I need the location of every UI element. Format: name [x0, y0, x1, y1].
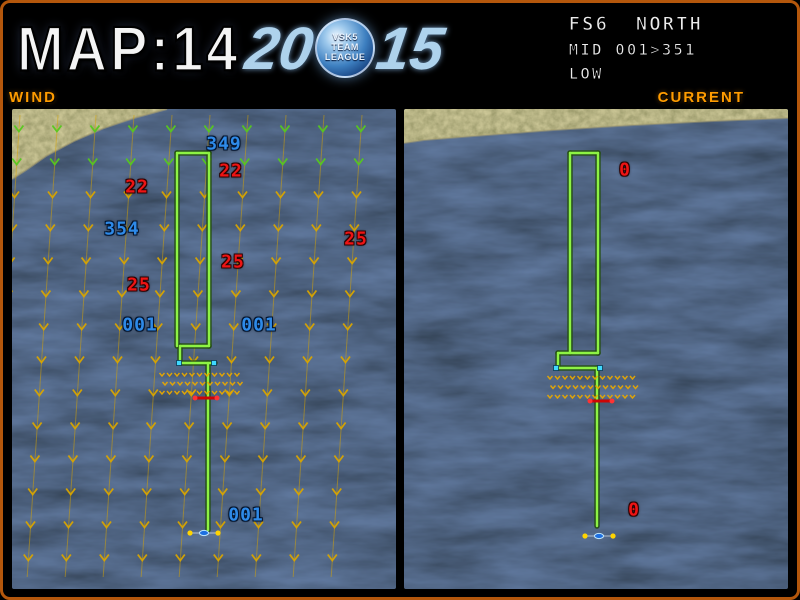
current-label: CURRENT — [657, 88, 745, 106]
race-course-line — [556, 151, 602, 528]
wind-label: WIND — [9, 88, 57, 106]
start-zone-ripples — [158, 372, 244, 396]
year-left: 20 — [241, 14, 318, 82]
buoy-markers — [553, 365, 603, 371]
start-line-mark — [192, 395, 220, 401]
year-right: 15 — [372, 14, 449, 82]
section-labels: WIND CURRENT — [3, 87, 797, 107]
logo-line-3: LEAGUE — [324, 51, 366, 62]
race-info-line-3: LOW — [568, 64, 604, 84]
start-zone-ripples — [546, 375, 639, 400]
boat-marker — [187, 529, 221, 537]
race-course-outline — [555, 150, 603, 529]
wind-water-surface — [12, 109, 396, 589]
shoreline-edge — [404, 117, 788, 144]
vsk-globe-logo: VSK5 TEAM LEAGUE — [315, 18, 376, 78]
wind-overlay — [12, 114, 367, 578]
start-line-mark — [587, 398, 615, 404]
wind-flow-arrows — [12, 114, 367, 578]
map-title: MAP:14 — [16, 12, 241, 85]
boat-marker — [582, 532, 616, 540]
year-2015: 20 VSK5 TEAM LEAGUE 15 — [242, 14, 449, 83]
logo-line-2: TEAM — [331, 42, 359, 53]
race-info-line-2: MID 001>351 — [568, 40, 697, 60]
buoy-markers — [176, 360, 217, 366]
current-overlay — [546, 150, 639, 540]
race-info: FS6 NORTH MID 001>351 LOW — [568, 13, 703, 84]
logo-line-1: VSK5 — [332, 32, 358, 43]
header: MAP:14 20 VSK5 TEAM LEAGUE 15 FS6 NORTH … — [3, 3, 797, 87]
race-info-line-1: FS6 NORTH — [568, 13, 703, 36]
